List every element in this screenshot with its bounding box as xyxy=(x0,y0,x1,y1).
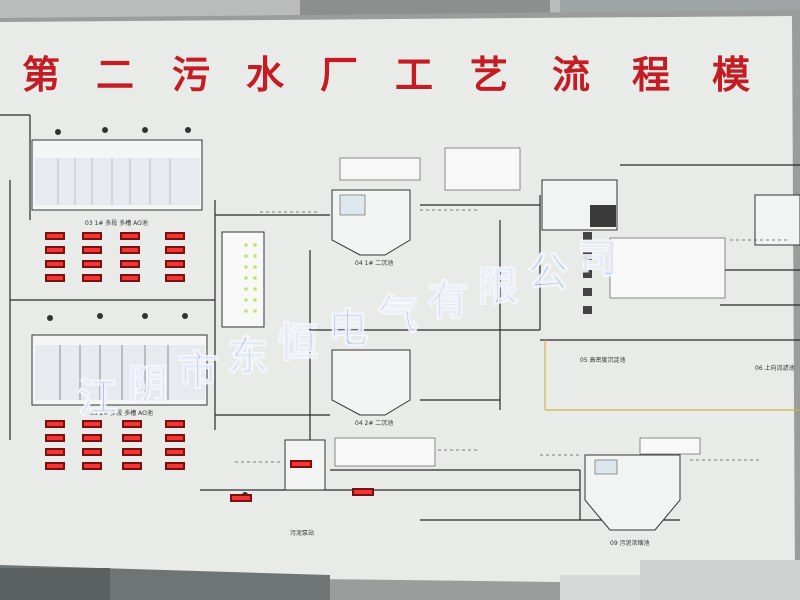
watermark-char: 市 xyxy=(177,347,219,395)
indicator-panels xyxy=(334,147,726,467)
status-lamp-column xyxy=(221,231,265,328)
title-char: 艺 xyxy=(470,52,509,97)
watermark-char: 公 xyxy=(527,249,569,297)
label-sludge: 09 污泥浓缩池 xyxy=(610,539,650,547)
watermark-char: 有 xyxy=(427,277,469,325)
watermark-char: 江 xyxy=(77,374,119,422)
title-char: 模 xyxy=(712,52,751,97)
watermark-char: 司 xyxy=(577,235,619,283)
ground-marks xyxy=(235,209,790,463)
high-density-settler xyxy=(541,179,618,314)
watermark-char: 限 xyxy=(477,263,519,311)
title-char: 厂 xyxy=(320,52,359,97)
label-tank-b: 03 2# 多段 多槽 AO池 xyxy=(90,409,153,417)
label-high-density: 05 高密度沉淀池 xyxy=(580,356,626,364)
upflow-filter xyxy=(754,194,800,246)
watermark-char: 电 xyxy=(327,305,369,353)
watermark-char: 气 xyxy=(377,291,419,339)
clarifier-1 xyxy=(331,189,411,256)
title-char: 二 xyxy=(96,52,135,97)
watermark-char: 恒 xyxy=(277,319,319,367)
title-char: 第 xyxy=(22,52,61,97)
label-clarifier-1: 04 1# 二沉池 xyxy=(355,259,393,267)
title-char: 污 xyxy=(172,52,211,97)
label-upflow: 06 上向流滤池 xyxy=(755,364,795,372)
label-pump-station: 污泥泵站 xyxy=(290,529,314,537)
clarifier-2 xyxy=(331,349,411,416)
ao-tank-1 xyxy=(31,139,203,211)
label-clarifier-2: 04 2# 二沉池 xyxy=(355,419,393,427)
title-char: 程 xyxy=(632,52,671,97)
title-char: 流 xyxy=(552,52,591,97)
ao-tank-2 xyxy=(31,334,208,406)
title-char: 水 xyxy=(246,52,285,97)
label-tank-a: 03 1# 多段 多槽 AO池 xyxy=(85,219,148,227)
watermark-char: 东 xyxy=(227,333,269,381)
watermark-char: 阴 xyxy=(127,361,169,409)
sludge-thickener xyxy=(584,454,681,531)
title-char: 工 xyxy=(395,52,434,97)
